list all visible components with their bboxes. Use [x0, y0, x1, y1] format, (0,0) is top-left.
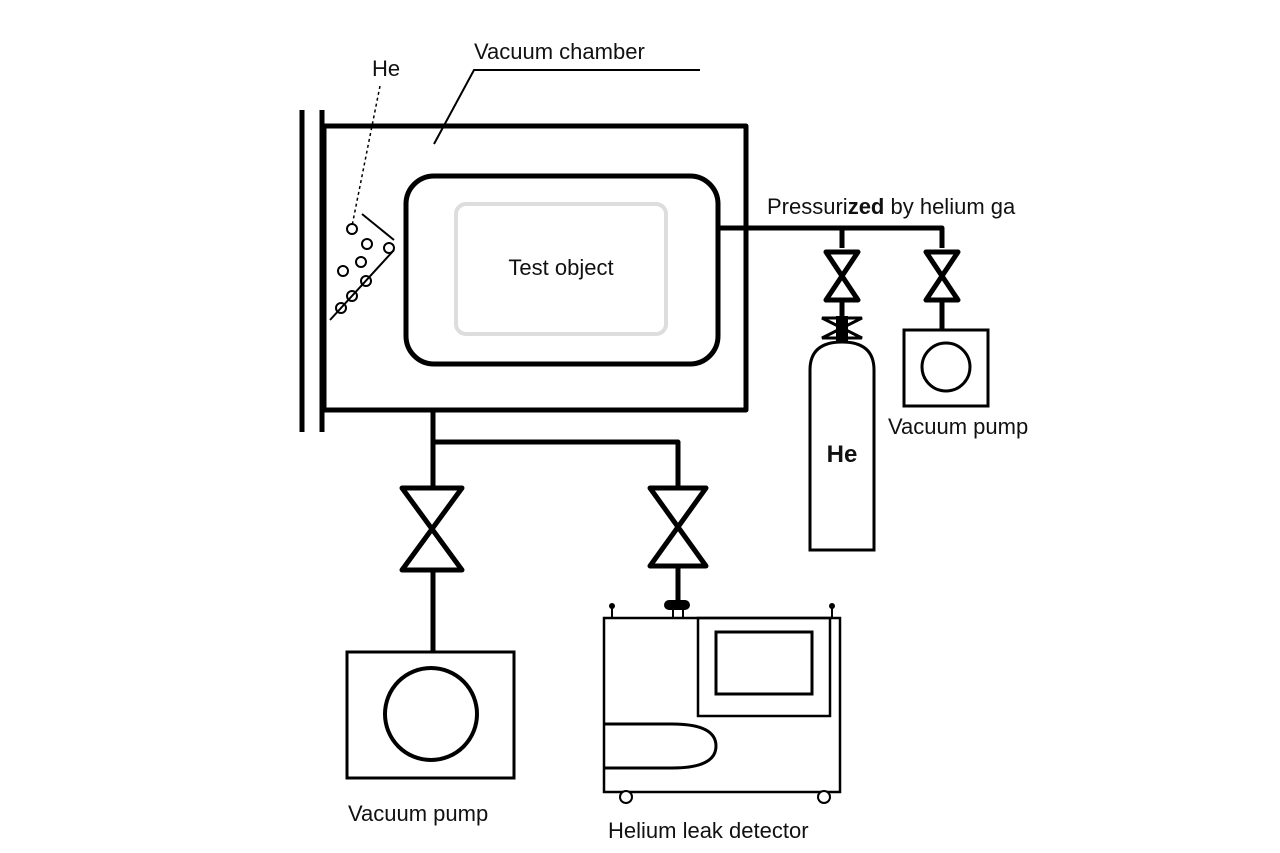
bottom-vacuum-pump-label: Vacuum pump — [348, 801, 488, 826]
helium-particles — [329, 213, 395, 321]
he-cylinder-valve — [823, 249, 861, 316]
helium-leak-detector — [602, 603, 842, 804]
pressurized-label: Pressurized by helium ga — [767, 194, 1016, 219]
vacuum-chamber-label: Vacuum chamber — [474, 39, 645, 64]
chamber-door — [299, 110, 325, 432]
test-object-label: Test object — [508, 255, 613, 280]
leak-detector-valve — [647, 485, 709, 618]
helium-particles-label-group: He — [351, 56, 400, 227]
right-pump-valve — [923, 249, 961, 330]
test-object — [403, 173, 721, 367]
right-edge-mask — [1071, 180, 1131, 230]
he-cylinder-label: He — [827, 441, 858, 468]
leak-detector-label: Helium leak detector — [608, 818, 809, 843]
vacuum-chamber-label-group: Vacuum chamber — [433, 39, 700, 145]
pressurizing-line: Pressurized by helium ga — [718, 194, 1016, 248]
right-vacuum-pump-label: Vacuum pump — [888, 414, 1028, 439]
helium-particles-label: He — [372, 56, 400, 81]
bottom-piping — [430, 410, 681, 486]
test-object-inner-outline — [454, 202, 668, 336]
he-cylinder-regulator — [821, 316, 863, 342]
right-vacuum-pump — [902, 328, 990, 408]
he-cylinder: He — [808, 340, 876, 552]
bottom-pump-valve — [399, 485, 465, 652]
bottom-vacuum-pump — [345, 650, 516, 780]
vacuum-chamber — [321, 123, 749, 413]
